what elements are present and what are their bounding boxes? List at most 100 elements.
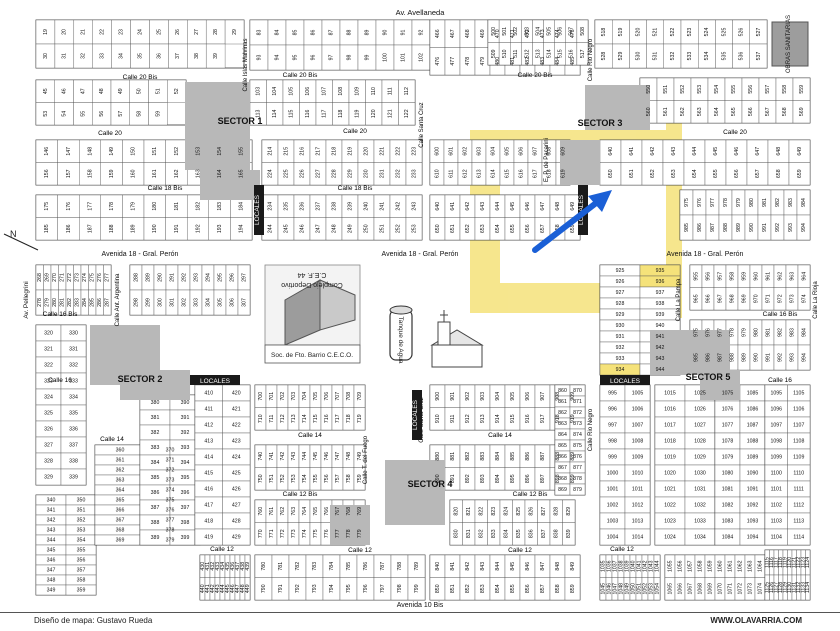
lot-number: 85 [292, 30, 298, 36]
lot-number: 1011 [632, 486, 643, 492]
lot-number: 20 [62, 29, 68, 35]
lot-number: 177 [87, 202, 93, 211]
lot-number: 157 [66, 169, 72, 178]
lot-number: 941 [656, 334, 665, 340]
lot-number: 432 [210, 562, 216, 571]
lot-number: 769 [357, 507, 363, 516]
lot-number: 193 [217, 224, 223, 233]
lot-number: 104 [272, 87, 278, 96]
lot-number: 472 [525, 29, 531, 38]
lot-number: 551 [663, 85, 669, 94]
lot-number: 1134 [805, 582, 811, 593]
lot-number: 1068 [697, 583, 703, 595]
lot-number: 968 [729, 294, 735, 303]
lot-number: 1008 [632, 438, 644, 444]
lot-number: 485 [570, 57, 576, 66]
lot-number: 156 [44, 169, 50, 178]
lot-number: 961 [765, 272, 771, 281]
lot-number: 789 [414, 562, 420, 571]
lot-number: 47 [80, 88, 86, 94]
lot-cell [353, 407, 366, 431]
city-block [254, 444, 366, 491]
street-calle16-right: Calle 16 [768, 377, 792, 384]
lot-number: 1060 [717, 560, 723, 572]
lot-number: 248 [331, 224, 337, 233]
lot-number: 336 [69, 426, 78, 432]
lot-number: 533 [687, 52, 693, 61]
lot-number: 1024 [664, 534, 676, 540]
lot-number: 440 [200, 584, 206, 593]
lot-number: 967 [717, 294, 723, 303]
lot-number: 612 [462, 169, 468, 178]
street-santacruz-top: Calle Santa Cruz [419, 102, 425, 147]
lot-number: 966 [705, 294, 711, 303]
lot-number: 869 [558, 487, 567, 493]
lot-number: 978 [729, 328, 735, 337]
lot-number: 1109 [793, 454, 804, 460]
lot-number: 473 [540, 29, 546, 38]
lot-number: 891 [450, 474, 456, 483]
lot-number: 1057 [687, 560, 693, 572]
lot-number: 99 [364, 55, 370, 61]
city-block [679, 189, 811, 241]
lot-number: 524 [704, 28, 710, 37]
lot-number: 391 [181, 415, 190, 421]
lot-number: 477 [450, 57, 456, 66]
sector-label: SECTOR 4 [408, 479, 453, 489]
lot-cell [749, 43, 768, 69]
lot-number: 842 [465, 562, 471, 571]
lot-number: 329 [44, 474, 53, 480]
lot-number: 392 [181, 430, 190, 436]
lot-number: 1021 [664, 486, 676, 492]
lot-number: 609 [560, 147, 566, 156]
lot-number: 522 [670, 28, 676, 37]
lot-number: 89 [364, 30, 370, 36]
lot-number: 796 [363, 584, 369, 593]
lot-number: 470 [495, 29, 501, 38]
lot-number: 1070 [717, 583, 723, 595]
tanque-label: Tanque de Agua [397, 317, 404, 364]
lot-number: 96 [310, 55, 316, 61]
lot-number: 236 [299, 202, 305, 211]
lot-number: 1103 [771, 518, 782, 524]
lot-number: 242 [395, 202, 401, 211]
lot-number: 1052 [642, 583, 648, 595]
lot-number: 1003 [607, 518, 619, 524]
lot-number: 537 [756, 52, 762, 61]
lot-number: 822 [479, 507, 485, 516]
lot-number: 238 [331, 202, 337, 211]
street-calle12-center2: Calle 12 [508, 547, 532, 554]
lot-cell [797, 344, 811, 371]
lot-number: 191 [174, 224, 180, 233]
lot-number: 610 [434, 169, 440, 178]
lot-number: 218 [331, 147, 337, 156]
lot-number: 531 [653, 52, 659, 61]
site-link[interactable]: WWW.OLAVARRIA.COM [710, 616, 802, 625]
lot-number: 1132 [796, 582, 802, 593]
lot-number: 993 [788, 223, 794, 232]
lot-number: 382 [151, 430, 160, 436]
lot-number: 1016 [664, 406, 676, 412]
sector-label: SECTOR 5 [686, 372, 731, 382]
lot-number: 179 [131, 202, 137, 211]
lot-number: 358 [77, 577, 86, 583]
lot-number: 776 [324, 529, 330, 538]
lot-number: 566 [748, 107, 754, 116]
lot-number: 447 [235, 584, 241, 593]
lot-number: 1086 [747, 406, 759, 412]
lot-number: 106 [305, 87, 311, 96]
lot-number: 989 [741, 353, 747, 362]
lot-number: 1123 [801, 557, 807, 568]
lot-number: 1032 [694, 502, 706, 508]
plaza-area [385, 460, 445, 525]
lot-number: 988 [723, 223, 729, 232]
lot-number: 1110 [793, 470, 804, 476]
lot-number: 28 [213, 29, 219, 35]
lot-number: 216 [299, 147, 305, 156]
lot-number: 940 [656, 323, 665, 329]
lot-number: 554 [714, 85, 720, 94]
lot-number: 175 [44, 202, 50, 211]
lot-number: 33 [100, 53, 106, 59]
lot-number: 410 [204, 390, 213, 396]
